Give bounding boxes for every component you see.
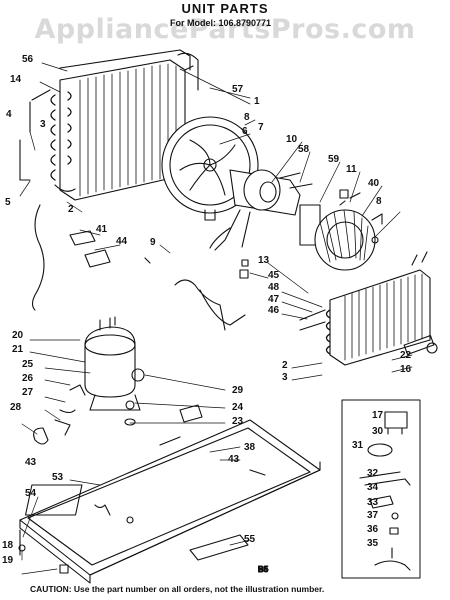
callout-6: 6 (242, 126, 248, 137)
callout-3: 3 (40, 119, 46, 130)
callout-47: 47 (268, 294, 280, 305)
callout-56: 56 (22, 54, 34, 65)
callout-38: 38 (244, 442, 256, 453)
callout-53: 53 (52, 472, 64, 483)
callout-45: 45 (268, 270, 280, 281)
callout-25: 25 (22, 359, 34, 370)
callout-3: 3 (282, 372, 288, 383)
callout-4: 4 (6, 109, 12, 120)
callout-17: 17 (372, 410, 384, 421)
callout-9: 9 (150, 237, 156, 248)
compressor (33, 316, 145, 445)
callout-33: 33 (367, 497, 379, 508)
callout-8: 8 (376, 196, 382, 207)
callout-43: 43 (25, 457, 37, 468)
callout-36: 36 (367, 524, 379, 535)
callout-35: 35 (367, 538, 379, 549)
figure-tag: B5 (258, 565, 269, 574)
model-number: For Model: 106.8790771 (170, 18, 272, 28)
callout-27: 27 (22, 387, 34, 398)
controls-wiring (31, 204, 249, 331)
watermark-text: AppliancePartsPros.com (34, 14, 416, 45)
evaporator-coil (299, 251, 438, 366)
callout-19: 19 (2, 555, 14, 566)
callout-40: 40 (368, 178, 380, 189)
callout-28: 28 (10, 402, 22, 413)
callout-2: 2 (282, 360, 288, 371)
callout-30: 30 (372, 426, 384, 437)
callout-5: 5 (5, 197, 11, 208)
base-pan (18, 404, 321, 584)
callout-10: 10 (286, 134, 298, 145)
callout-29: 29 (232, 385, 244, 396)
callout-18: 18 (2, 540, 14, 551)
callout-37: 37 (367, 510, 379, 521)
callout-34: 34 (367, 482, 379, 493)
callout-24: 24 (232, 402, 244, 413)
callout-26: 26 (22, 373, 34, 384)
callout-48: 48 (268, 282, 280, 293)
control-parts-inset (341, 399, 421, 579)
callout-32: 32 (367, 468, 379, 479)
callout-1: 1 (254, 96, 260, 107)
blower-wheel (299, 189, 383, 271)
callout-55: 55 (244, 534, 256, 545)
callout-22: 22 (400, 350, 412, 361)
callout-11: 11 (346, 164, 357, 175)
leader-lines (19, 62, 413, 575)
caution-note: CAUTION: Use the part number on all orde… (30, 584, 325, 594)
callout-13: 13 (258, 255, 270, 266)
callout-2: 2 (68, 204, 74, 215)
callout-46: 46 (268, 305, 280, 316)
callout-59: 59 (328, 154, 340, 165)
callout-41: 41 (96, 224, 108, 235)
callout-16: 16 (400, 364, 412, 375)
callout-44: 44 (116, 236, 128, 247)
callout-21: 21 (12, 344, 24, 355)
callout-14: 14 (10, 74, 22, 85)
callout-8: 8 (244, 112, 250, 123)
callout-31: 31 (352, 440, 364, 451)
fan-motor (209, 169, 313, 251)
callout-43: 43 (228, 454, 240, 465)
callout-7: 7 (258, 122, 264, 133)
callout-54: 54 (25, 488, 37, 499)
callout-58: 58 (298, 144, 310, 155)
condenser-coil (19, 49, 199, 201)
diagram-title: UNIT PARTS (181, 1, 269, 16)
callout-57: 57 (232, 84, 244, 95)
callout-20: 20 (12, 330, 24, 341)
callout-23: 23 (232, 416, 244, 427)
